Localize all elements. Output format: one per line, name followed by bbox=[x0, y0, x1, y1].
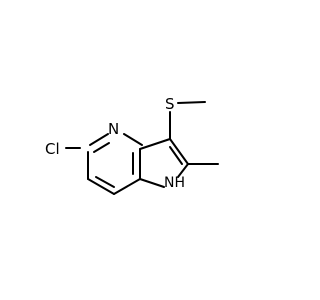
pyrrole-nitrogen-label: NH bbox=[164, 175, 185, 191]
sulfur-label: S bbox=[165, 95, 175, 113]
molecule-structure: Cl N S NH bbox=[45, 95, 219, 195]
bond-c5-n4 bbox=[89, 133, 109, 146]
bond-c2-n1 bbox=[177, 163, 189, 178]
bond-c7-c7a bbox=[113, 178, 141, 195]
bond-c3-c2-inner bbox=[169, 146, 183, 165]
pyridine-nitrogen-label: N bbox=[108, 120, 119, 138]
bond-c5-n4-inner bbox=[93, 142, 110, 153]
chlorine-label: Cl bbox=[45, 140, 60, 158]
bond-c6-c7-inner bbox=[95, 176, 115, 188]
bond-c3a-c3 bbox=[139, 138, 171, 150]
bond-c6-c7 bbox=[87, 178, 115, 195]
bond-s-ch3 bbox=[177, 101, 206, 104]
bond-group bbox=[65, 101, 219, 195]
bond-n1-c7a bbox=[139, 178, 165, 188]
bond-c3-c2 bbox=[169, 138, 189, 165]
bond-n4-c3a bbox=[123, 133, 143, 146]
